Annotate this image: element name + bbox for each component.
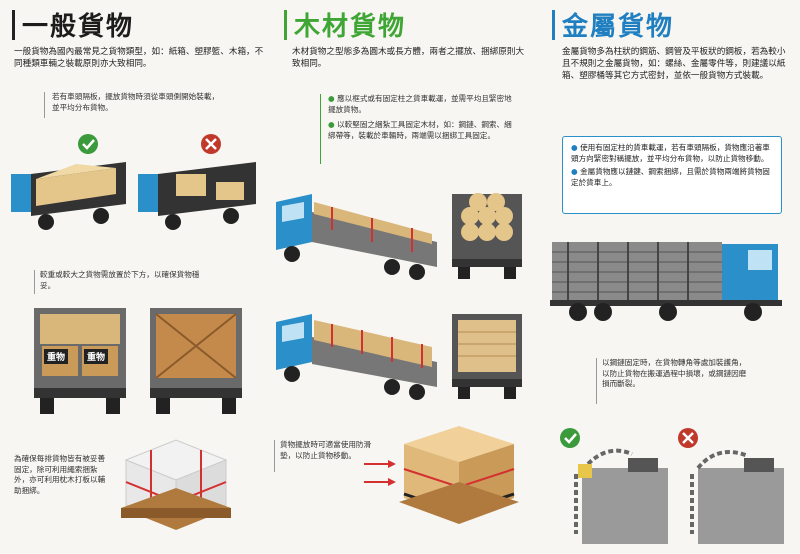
truck-bad (138, 162, 256, 230)
wood-bullet-1-text: 應以框式或有固定柱之貨車載運，並需平均且緊密地擺放貨物。 (328, 94, 512, 114)
wood-note: 貨物擺放時可適當使用防滑墊，以防止貨物移動。 (280, 440, 372, 460)
metal-truck-illustration (550, 242, 782, 321)
general-intro: 一般貨物為國內最常見之貨物類型，如：紙箱、塑膠籃、木箱，不同種類車輛之裝載原則亦… (14, 47, 264, 69)
wood-cargo-section: 木材貨物 木材貨物之型態多為圓木或長方體，兩者之擺放、捆綁原則大致相同。 ● 應… (268, 0, 536, 554)
metal-bullet-1-text: 使用有固定柱的貨車載運，若有車頭隔板，貨物應沿著車頭方向緊密對稱擺放，並平均分布… (571, 143, 770, 163)
metal-bullet-1: ● 使用有固定柱的貨車載運，若有車頭隔板，貨物應沿著車頭方向緊密對稱擺放，並平均… (571, 143, 770, 163)
metal-title: 金屬貨物 (562, 12, 675, 42)
general-note-2: 較重或較大之貨物需放置於下方，以確保貨物穩妥。 (40, 270, 200, 290)
log-truck-illustration (276, 193, 522, 280)
wood-title: 木材貨物 (294, 12, 407, 42)
anti-slip-illustration (364, 426, 519, 524)
metal-note: 以鋼鏈固定時，在貨物轉角等處加裝護角，以防止貨物在搬運過程中損壞，或鋼鏈因磨損而… (602, 358, 747, 388)
general-title: 一般貨物 (22, 12, 135, 42)
wood-intro: 木材貨物之型態多為圓木或長方體，兩者之擺放、捆綁原則大致相同。 (292, 47, 525, 69)
wood-bullet-2-text: 以較堅固之綑紮工具固定木材，如：鋼鏈、鋼索、綑綁帶等，裝載於車輛時，兩端需以捆綁… (328, 120, 512, 140)
metal-bullet-2-text: 金屬貨物應以鏈鍵、鋼索捆綁，且需於貨物兩端將貨物固定於貨車上。 (571, 167, 770, 187)
metal-info-box: ● 使用有固定柱的貨車載運，若有車頭隔板，貨物應沿著車頭方向緊密對稱擺放，並平均… (562, 136, 782, 214)
heavy-cargo-illustration (34, 308, 242, 414)
wood-bullet-2: ● 以較堅固之綑紮工具固定木材，如：鋼鏈、鋼索、綑綁帶等，裝載於車輛時，兩端需以… (328, 120, 512, 140)
heavy-label-2: 重物 (84, 349, 109, 364)
truck-loading-illustration (11, 134, 256, 230)
general-cargo-section: 一般貨物 一般貨物為國內最常見之貨物類型，如：紙箱、塑膠籃、木箱，不同種類車輛之… (0, 0, 268, 554)
check-icon (560, 428, 580, 448)
wood-bullet-1: ● 應以框式或有固定柱之貨車載運，並需平均且緊密地擺放貨物。 (328, 94, 512, 114)
title-bar (284, 10, 287, 40)
general-note-3: 為確保每排貨物皆有被妥善固定，除可利用繩索捆紮外，亦可利用枕木打板以輔助捆綁。 (14, 454, 106, 495)
heavy-label-1: 重物 (44, 349, 69, 364)
check-icon (78, 134, 98, 154)
metal-intro: 金屬貨物多為柱狀的鋼筋、鋼管及平板狀的鋼板，若為較小且不規則之金屬貨物，如：螺絲… (562, 47, 786, 81)
title-bar (12, 10, 15, 40)
lumber-truck-illustration (276, 314, 522, 400)
truck-good (11, 162, 126, 230)
metal-bullet-2: ● 金屬貨物應以鏈鍵、鋼索捆綁，且需於貨物兩端將貨物固定於貨車上。 (571, 167, 770, 187)
corner-protector-illustration (560, 428, 784, 544)
general-note-1: 若有車頭隔板，擺放貨物時須從車頭側開始裝載，並平均分布貨物。 (52, 92, 220, 112)
title-bar (552, 10, 555, 40)
pallet-strapping-illustration (121, 439, 231, 530)
metal-cargo-section: 金屬貨物 金屬貨物多為柱狀的鋼筋、鋼管及平板狀的鋼板，若為較小且不規則之金屬貨物… (536, 0, 800, 554)
